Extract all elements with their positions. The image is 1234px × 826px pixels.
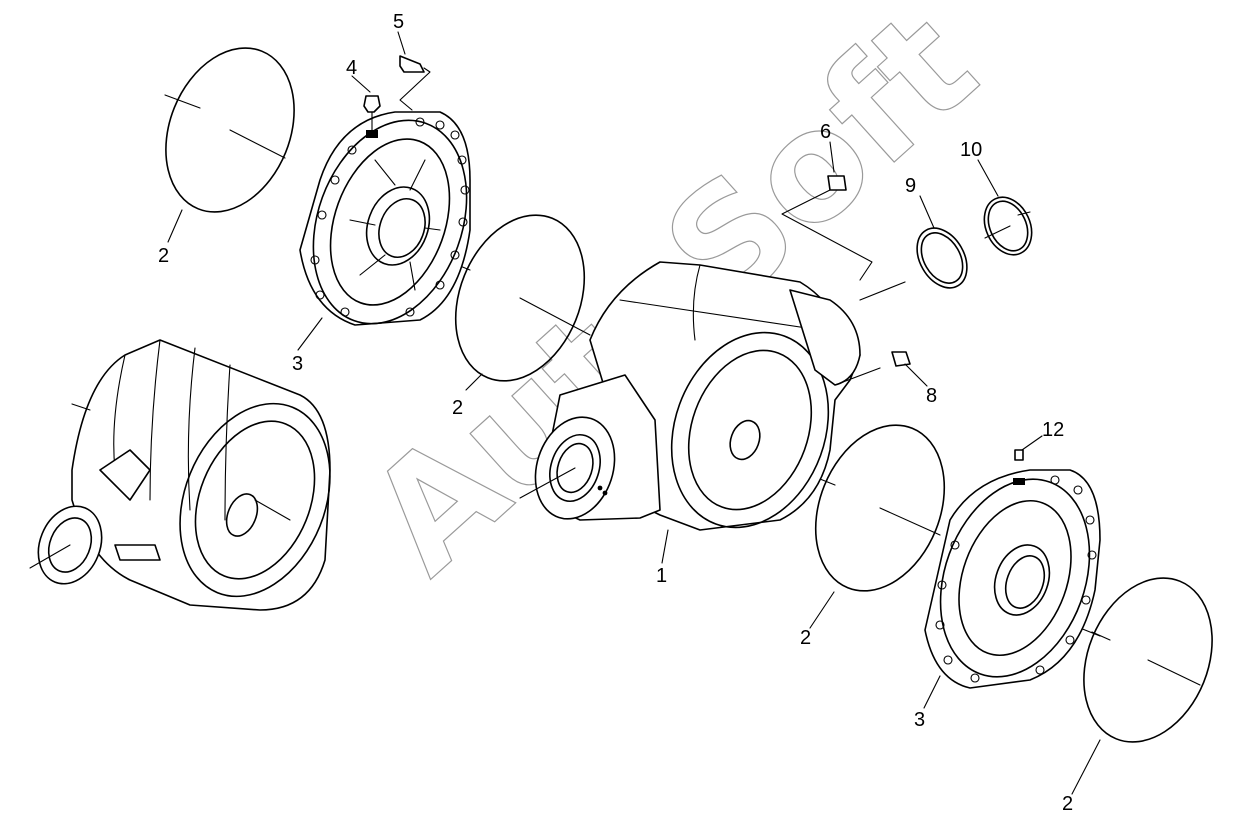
o-ring-top-left: [164, 47, 295, 213]
housing-half-left: [29, 339, 331, 611]
axle-housing-center: [519, 261, 906, 531]
bolt-holes-top: [310, 117, 470, 317]
callout-5: 5: [393, 11, 404, 33]
callout-12: 12: [1042, 419, 1064, 441]
callout-10: 10: [960, 139, 982, 161]
callout-2: 2: [452, 397, 463, 419]
callout-2: 2: [800, 627, 811, 649]
callout-3: 3: [914, 709, 925, 731]
callout-9: 9: [905, 175, 916, 197]
bolt-holes-bottom: [935, 475, 1097, 683]
callout-4: 4: [346, 57, 357, 79]
leader-lines: [167, 31, 1101, 795]
callout-8: 8: [926, 385, 937, 407]
screw-fitting: [399, 55, 431, 111]
seal-ring: [916, 227, 968, 289]
end-cover-top: [299, 111, 471, 326]
callout-2: 2: [1062, 793, 1073, 815]
breather-plug: [363, 95, 381, 138]
callout-2: 2: [158, 245, 169, 267]
filler-plug: [891, 351, 911, 367]
callout-3: 3: [292, 353, 303, 375]
end-cover-bottom: [924, 469, 1111, 689]
callout-1: 1: [656, 565, 667, 587]
callouts: 1 2 2 2 2 3 3 4 5 6 8 9 10 12: [158, 11, 1073, 815]
small-plug: [1013, 449, 1025, 485]
callout-6: 6: [820, 121, 831, 143]
drain-plug: [781, 175, 873, 281]
snap-ring: [983, 196, 1033, 256]
